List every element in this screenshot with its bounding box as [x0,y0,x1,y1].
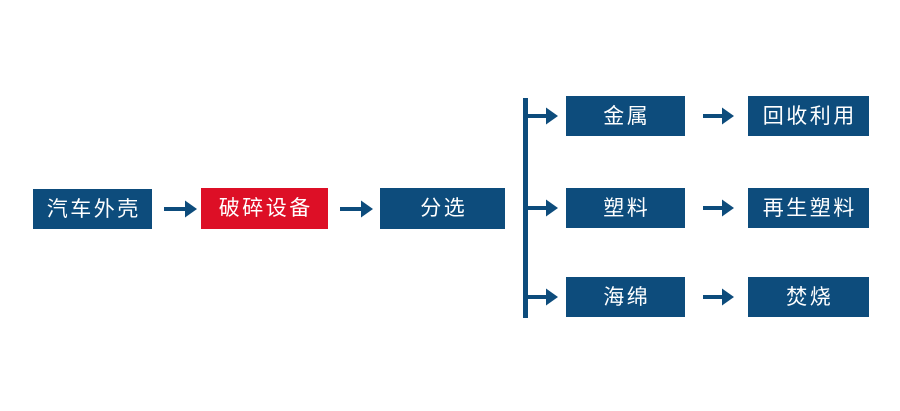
arrow-crusher-to-sorting [340,196,373,222]
node-material-plastic[interactable]: 塑料 [566,188,685,228]
branch-arrow-sponge [527,284,558,310]
node-material-sponge[interactable]: 海绵 [566,277,685,317]
arrow-metal-to-recycle [703,103,734,129]
node-crushing-equipment[interactable]: 破碎设备 [201,188,328,229]
arrow-shell-to-crusher [164,196,197,222]
node-destination-incineration[interactable]: 焚烧 [748,277,869,317]
node-sorting[interactable]: 分选 [380,188,505,229]
arrow-plastic-to-regenerated [703,195,734,221]
branch-arrow-metal [527,103,558,129]
arrow-sponge-to-incineration [703,284,734,310]
node-material-metal[interactable]: 金属 [566,96,685,136]
node-destination-regenerated-plastic[interactable]: 再生塑料 [748,188,869,228]
split-trunk-line [523,98,528,318]
branch-arrow-plastic [527,195,558,221]
node-destination-recycle[interactable]: 回收利用 [748,96,869,136]
node-car-shell[interactable]: 汽车外壳 [33,189,152,229]
